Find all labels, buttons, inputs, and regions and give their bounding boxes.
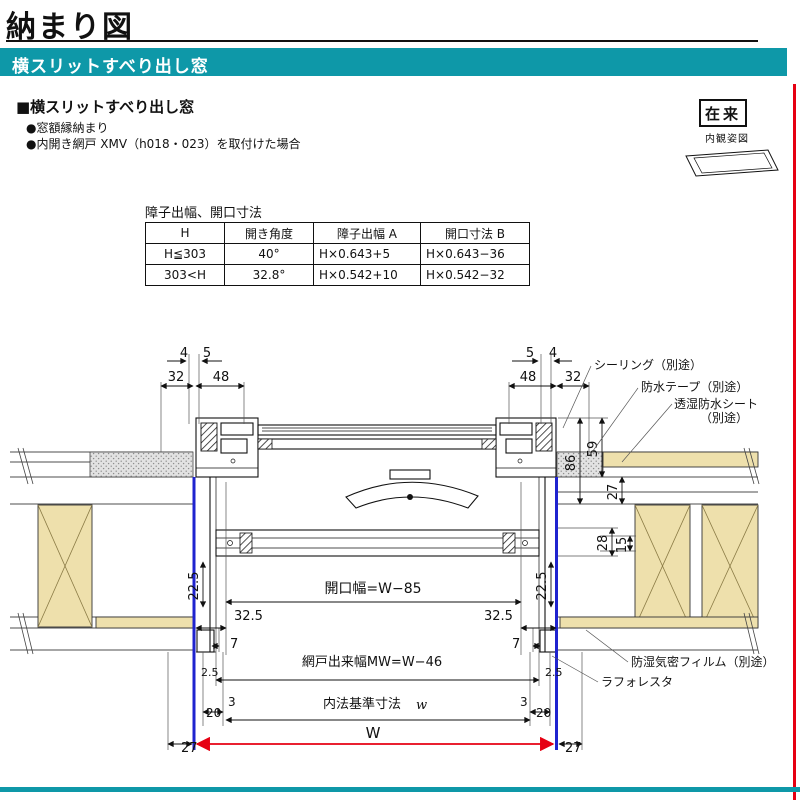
spec-header-h: H — [145, 222, 225, 244]
operator-arm — [345, 469, 479, 509]
page-title: 納まり図 — [6, 10, 134, 45]
dim-4-left: 4 — [180, 346, 188, 361]
dimension-labels: 4 5 32 48 5 4 48 32 86 59 27 28 15 22.5 … — [168, 346, 630, 756]
dim-48-left: 48 — [213, 370, 230, 385]
casing-strip-left — [95, 616, 194, 629]
dim-86: 86 — [564, 455, 579, 472]
dim-22-5-left: 22.5 — [187, 572, 202, 601]
spec-header-b: 開口寸法 B — [420, 222, 530, 244]
bullet-screen-note: ●内開き網戸 XMV（h018・023）を取付けた場合 — [26, 137, 301, 151]
dim-inside-standard: 内法基準寸法 — [323, 696, 401, 712]
spec-cell: H×0.643+5 — [313, 243, 421, 265]
dim-28: 28 — [596, 535, 611, 552]
section-heading: ■横スリットすべり出し窓 — [16, 98, 195, 116]
spec-cell: 303<H — [145, 264, 225, 286]
spec-cell: H×0.643−36 — [420, 243, 530, 265]
callout-breathable-sheet-2: （別途） — [700, 410, 748, 425]
dim-3-right: 3 — [520, 695, 528, 709]
spec-cell: H×0.542−32 — [420, 264, 530, 286]
spec-table-title: 障子出幅、開口寸法 — [145, 206, 263, 221]
spec-row: 303<H 32.8° H×0.542+10 H×0.542−32 — [145, 264, 530, 286]
wood-stud-left — [37, 504, 93, 628]
extension-lines — [160, 354, 636, 750]
bottom-teal-bar — [0, 787, 800, 792]
wood-stud-right — [634, 504, 691, 628]
jamb-right — [495, 417, 557, 478]
break-marks-left — [17, 447, 34, 655]
callout-laforesta: ラフォレスタ — [601, 675, 673, 689]
interior-casing — [196, 477, 558, 653]
dim-32-left: 32 — [168, 370, 185, 385]
spec-cell: H≦303 — [145, 243, 225, 265]
spec-header-angle: 開き角度 — [224, 222, 314, 244]
dim-screen-width: 網戸出来幅MW=W−46 — [302, 655, 442, 670]
stipple-seal-left — [89, 451, 194, 478]
dim-inside-standard-w: w — [416, 698, 427, 713]
dim-22-5-right: 22.5 — [535, 572, 550, 601]
dim-32-right: 32 — [565, 370, 582, 385]
naikan-figure — [685, 149, 779, 177]
dim-7-left: 7 — [230, 637, 238, 652]
bullet-window-casing: ●窓額縁納まり — [26, 121, 109, 135]
callouts: シーリング（別途） 防水テープ（別途） 透湿防水シート （別途） 防湿気密フィル… — [551, 357, 775, 689]
naikan-label: 内観姿図 — [705, 134, 749, 145]
wall-left — [10, 447, 194, 655]
dim-32-5-left: 32.5 — [234, 609, 263, 624]
dimension-lines — [160, 357, 634, 748]
section-banner: 横スリットすべり出し窓 — [0, 48, 787, 77]
dim-20-left: 20 — [206, 706, 221, 720]
dim-32-5-right: 32.5 — [484, 609, 513, 624]
dim-opening-width: 開口幅=W−85 — [324, 581, 421, 597]
dim-5-left: 5 — [203, 346, 211, 361]
dim-48-right: 48 — [520, 370, 537, 385]
dim-w-label: W — [366, 724, 381, 742]
dim-4-right: 4 — [549, 346, 557, 361]
screen-assembly — [215, 529, 540, 557]
spec-table: H 開き角度 障子出幅 A 開口寸法 B H≦303 40° H×0.643+5… — [145, 222, 530, 286]
window-frame — [195, 417, 558, 653]
dim-2-5-left: 2.5 — [201, 666, 219, 679]
callout-breathable-sheet: 透湿防水シート — [674, 396, 758, 411]
title-underline — [6, 40, 758, 42]
dim-5-right: 5 — [526, 346, 534, 361]
wood-stud-right-2 — [701, 504, 759, 628]
wall-right — [556, 447, 760, 655]
sash — [257, 424, 497, 477]
spec-cell: 40° — [224, 243, 314, 265]
dim-20-right: 20 — [536, 706, 551, 720]
sheathing-strip-right — [602, 451, 759, 468]
dim-7-right: 7 — [512, 637, 520, 652]
break-marks-right — [743, 447, 760, 655]
dim-2-5-right: 2.5 — [545, 666, 563, 679]
spec-cell: H×0.542+10 — [313, 264, 421, 286]
callout-moisture-film: 防湿気密フィルム（別途） — [631, 654, 775, 669]
zairai-badge: 在来 — [699, 99, 747, 127]
installation-drawing: 4 5 32 48 5 4 48 32 86 59 27 28 15 22.5 … — [10, 346, 775, 756]
callout-waterproof-tape: 防水テープ（別途） — [641, 379, 748, 394]
dim-27-right: 27 — [565, 741, 582, 756]
dim-27-left: 27 — [181, 741, 198, 756]
spec-cell: 32.8° — [224, 264, 314, 286]
casing-strip-right — [559, 616, 759, 629]
dim-27-wall: 27 — [606, 484, 621, 501]
dim-3-left: 3 — [228, 695, 236, 709]
dim-15: 15 — [615, 537, 630, 554]
jamb-left — [195, 417, 259, 478]
page-edge-red-line — [793, 84, 796, 800]
callout-sealing: シーリング（別途） — [594, 357, 702, 372]
spec-row: H≦303 40° H×0.643+5 H×0.643−36 — [145, 243, 530, 265]
spec-header-a: 障子出幅 A — [313, 222, 421, 244]
